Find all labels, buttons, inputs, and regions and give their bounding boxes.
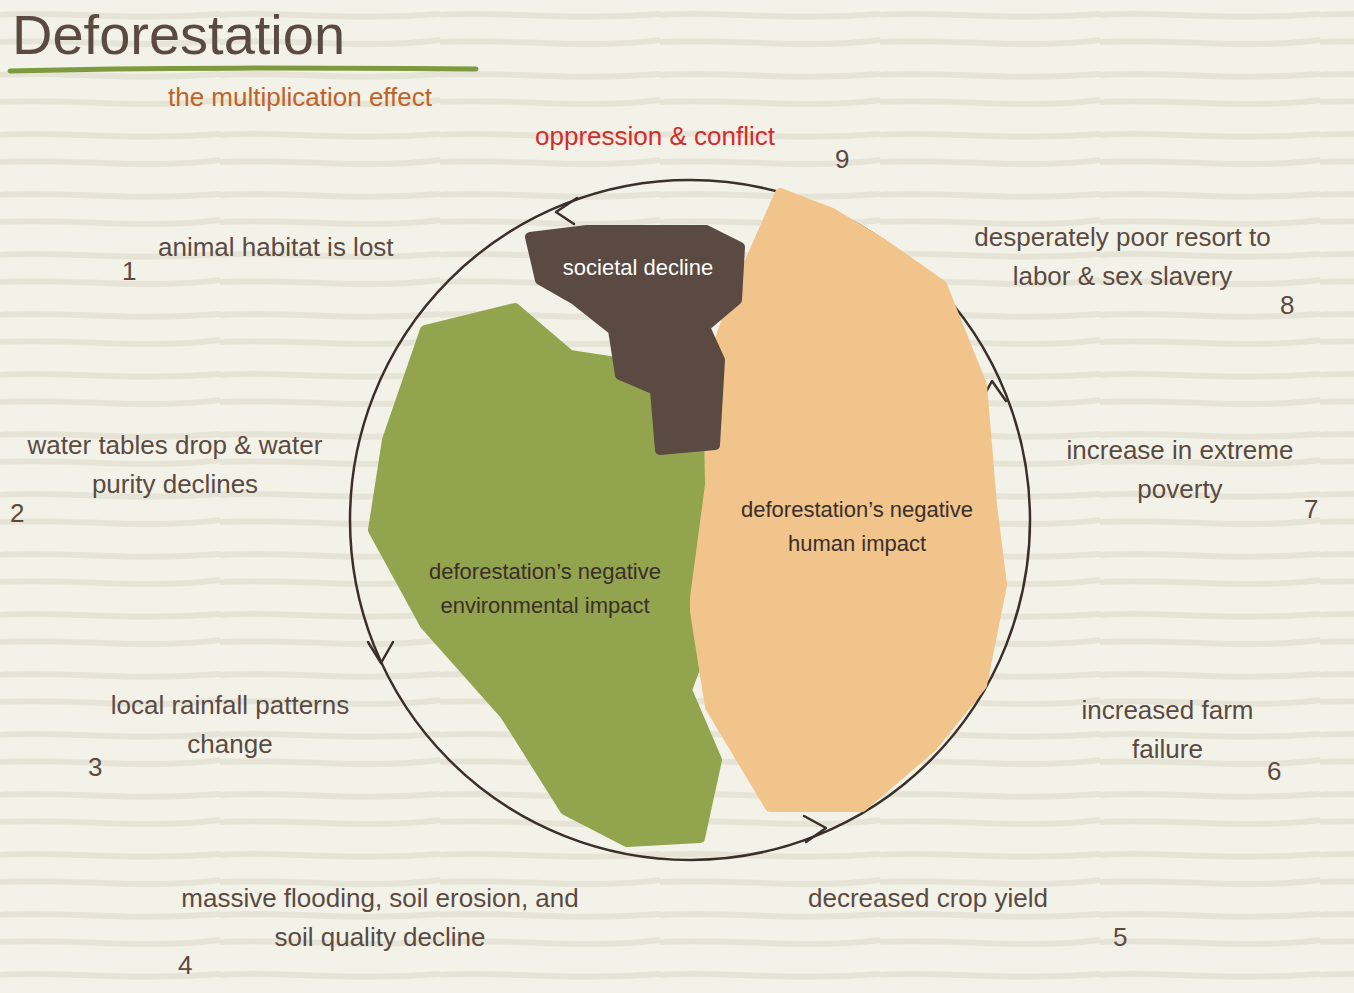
callout-number: 7	[1304, 490, 1318, 529]
effect-text: animal habitat is lost	[158, 228, 394, 267]
title-underline	[10, 68, 476, 71]
scribble-fill	[373, 308, 717, 842]
region-label: societal decline	[543, 251, 733, 285]
callout-number: 6	[1267, 752, 1281, 791]
cycle-arrowhead	[804, 816, 826, 842]
subtitle: the multiplication effect	[168, 78, 432, 117]
diagram-title: Deforestation	[12, 2, 345, 68]
effect-text: oppression & conflict	[535, 117, 775, 156]
callout-number: 9	[835, 140, 849, 179]
effect-text: local rainfall patterns change	[80, 686, 380, 764]
scribble-region: societal decline	[525, 225, 750, 455]
effect-text: water tables drop & water purity decline…	[20, 426, 330, 504]
callout-number: 1	[122, 252, 136, 291]
effect-text: increased farm failure	[1055, 691, 1280, 769]
region-label: deforestation’s negative environmental i…	[400, 555, 690, 623]
callout-number: 5	[1113, 918, 1127, 957]
callout-number: 4	[178, 946, 192, 985]
cycle-arrowhead	[556, 198, 577, 224]
region-label: deforestation’s negative human impact	[712, 493, 1002, 561]
callout-number: 8	[1280, 286, 1294, 325]
cycle-arrowhead	[368, 642, 393, 663]
callout-number: 3	[88, 748, 102, 787]
callout-number: 2	[10, 494, 24, 533]
effect-text: decreased crop yield	[808, 879, 1048, 918]
cycle-circle	[350, 180, 1030, 860]
scribble-fill	[694, 193, 1002, 807]
effect-text: desperately poor resort to labor & sex s…	[955, 218, 1290, 296]
effect-text: increase in extreme poverty	[1040, 431, 1320, 509]
effect-text: massive flooding, soil erosion, and soil…	[170, 879, 590, 957]
